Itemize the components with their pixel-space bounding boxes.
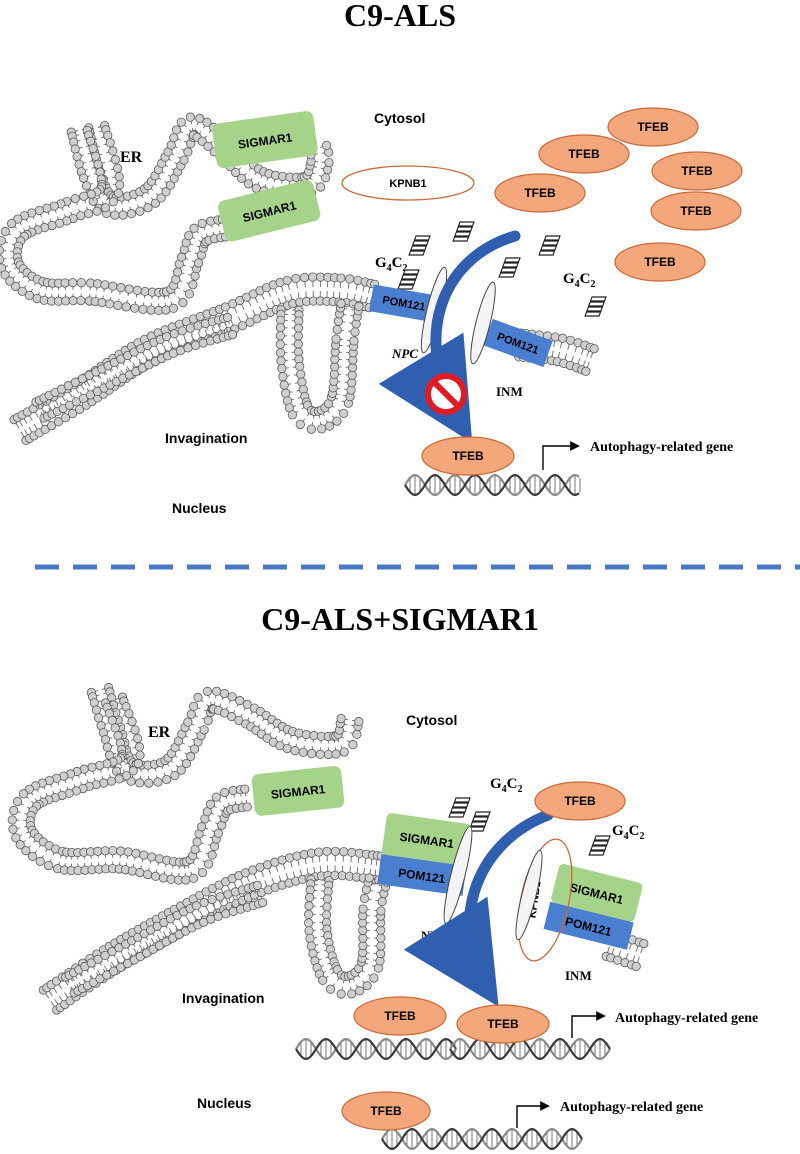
g4c2-repeat-icon — [452, 221, 475, 242]
top-nucleus-label: Nucleus — [172, 500, 227, 516]
top-sigmar1-box-2: SIGMAR1 — [218, 179, 321, 242]
top-panel: C9-ALS ER Cytosol Invagination Nucleus N… — [0, 0, 743, 516]
bottom-pore-complex-left: SIGMAR1 POM121 — [377, 813, 472, 896]
top-tfeb-cytosol-2: TFEB — [538, 134, 630, 174]
bottom-panel: C9-ALS+SIGMAR1 ER Cytosol Invagination N… — [7, 601, 758, 1151]
svg-text:TFEB: TFEB — [452, 449, 484, 463]
bottom-invagination-label: Invagination — [182, 990, 264, 1006]
bottom-gene-arrow-2 — [516, 1101, 550, 1128]
svg-text:TFEB: TFEB — [384, 1009, 416, 1023]
g4c2-repeat-icon — [538, 235, 561, 256]
top-gene-arrow — [542, 441, 580, 470]
bottom-npc-pore-right — [515, 849, 543, 941]
bottom-gene-arrow-1 — [571, 1011, 606, 1038]
bottom-tfeb-nucleus-1: TFEB — [353, 996, 447, 1036]
dna-helix-icon — [381, 1037, 611, 1151]
bottom-sigmar1-box-er: SIGMAR1 — [251, 766, 345, 816]
top-panel-title: C9-ALS — [344, 0, 456, 33]
top-tfeb-cytosol-1: TFEB — [607, 107, 699, 147]
svg-text:TFEB: TFEB — [637, 120, 669, 134]
top-tfeb-cytosol-6: TFEB — [614, 242, 706, 282]
top-inm-label: INM — [496, 384, 523, 399]
svg-text:TFEB: TFEB — [564, 794, 596, 808]
bottom-panel-title: C9-ALS+SIGMAR1 — [261, 601, 539, 637]
top-kpnb1-oval — [341, 165, 475, 201]
svg-text:SIGMAR1: SIGMAR1 — [270, 782, 326, 802]
top-gene-label: Autophagy-related gene — [590, 440, 733, 455]
bottom-tfeb-cytosol: TFEB — [534, 781, 626, 821]
top-g4c2-label-right: G4C2 — [563, 271, 596, 290]
top-membrane-group — [0, 112, 599, 445]
g4c2-repeat-icon — [397, 269, 420, 290]
bottom-gene-label-1: Autophagy-related gene — [615, 1011, 758, 1026]
top-tfeb-cytosol-3: TFEB — [651, 151, 743, 191]
inhibition-icon — [425, 373, 467, 415]
dna-helix-icon — [295, 1037, 457, 1061]
bottom-tfeb-nucleus-2: TFEB — [456, 1004, 550, 1044]
bottom-gene-label-2: Autophagy-related gene — [560, 1100, 703, 1115]
bottom-g4c2-label-right: G4C2 — [612, 823, 645, 842]
g4c2-repeat-icon — [498, 257, 521, 278]
g4c2-repeat-icon — [448, 797, 471, 818]
svg-text:TFEB: TFEB — [681, 164, 713, 178]
svg-text:TFEB: TFEB — [524, 186, 556, 200]
g4c2-repeat-icon — [408, 235, 431, 256]
top-kpnb1-label: KPNB1 — [389, 178, 426, 190]
top-npc-label: NPC — [391, 346, 418, 361]
top-tfeb-cytosol-4: TFEB — [494, 173, 586, 213]
top-tfeb-cytosol-5: TFEB — [650, 191, 742, 231]
bottom-pore-complex-right: SIGMAR1 POM121 — [543, 863, 643, 950]
svg-text:TFEB: TFEB — [568, 147, 600, 161]
top-sigmar1-box-1: SIGMAR1 — [212, 111, 318, 168]
svg-text:TFEB: TFEB — [680, 204, 712, 218]
top-cytosol-label: Cytosol — [374, 110, 425, 126]
bottom-cytosol-label: Cytosol — [406, 712, 457, 728]
bottom-er-label: ER — [148, 724, 171, 741]
top-g4c2-label-left: G4C2 — [375, 255, 408, 274]
g4c2-repeat-icon — [584, 296, 607, 317]
top-er-label: ER — [120, 149, 143, 166]
bottom-inm-label: INM — [565, 968, 592, 983]
svg-text:POM121: POM121 — [397, 866, 446, 886]
g4c2-repeat-icon — [468, 811, 491, 832]
top-invagination-label: Invagination — [165, 430, 247, 446]
top-npc-pore-right — [470, 281, 496, 365]
bottom-import-arrow — [403, 809, 554, 1007]
svg-text:TFEB: TFEB — [370, 1104, 402, 1118]
top-tfeb-nucleus: TFEB — [421, 436, 515, 476]
bottom-g4c2-label-top: G4C2 — [490, 776, 523, 795]
bottom-membrane-group — [7, 682, 649, 1015]
svg-text:TFEB: TFEB — [644, 255, 676, 269]
bottom-npc-label: NPC — [421, 928, 448, 943]
top-pom121-box-1: POM121 — [369, 284, 439, 323]
bottom-nucleus-label: Nucleus — [197, 1095, 252, 1111]
g4c2-repeat-icon — [588, 835, 611, 856]
svg-text:TFEB: TFEB — [487, 1017, 519, 1031]
bottom-tfeb-nucleus-3: TFEB — [341, 1091, 431, 1131]
dna-helix-icon — [404, 473, 581, 497]
